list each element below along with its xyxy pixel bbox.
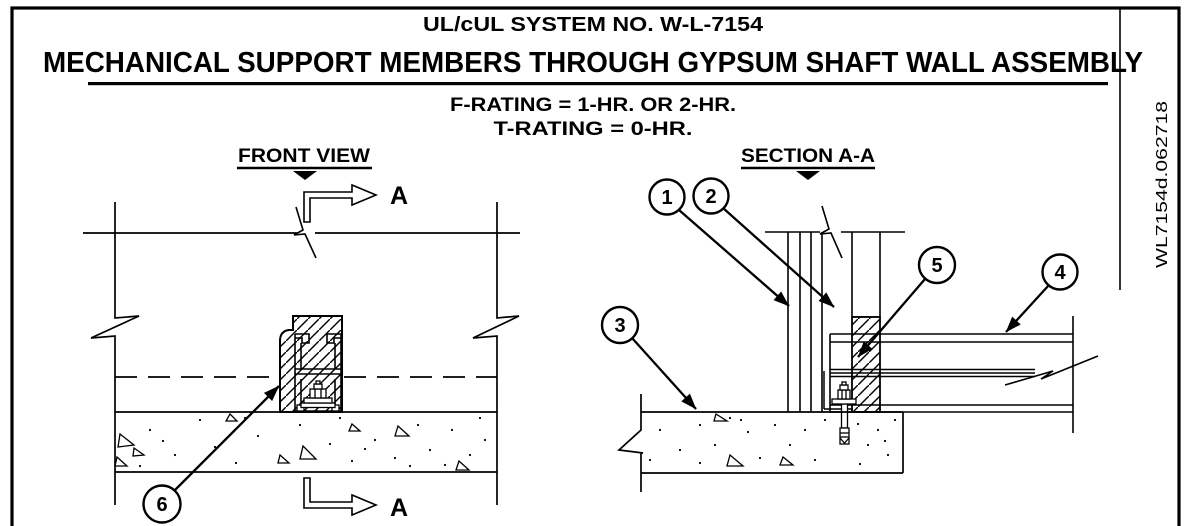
callout-6-leader: [174, 385, 280, 491]
slab-break-icon: [617, 394, 644, 492]
concrete-dots: [648, 416, 897, 466]
callout-1: 1: [648, 178, 790, 307]
wall-break-icon: [819, 205, 843, 259]
section-view-title: SECTION A-A: [741, 146, 875, 167]
callout-6-bubble: [142, 484, 182, 524]
callout-3-bubble: [600, 305, 640, 345]
callout-6-number: 6: [156, 494, 167, 516]
callout-1-leader: [678, 209, 790, 307]
section-letter-bottom: A: [390, 494, 408, 522]
callout-2-bubble: [692, 177, 730, 215]
front-right-edge: [472, 202, 520, 505]
callout-4-number: 4: [1054, 262, 1066, 284]
callout-4: 4: [1005, 253, 1079, 333]
t-rating-line: T-RATING = 0-HR.: [494, 119, 693, 140]
callout-2-number: 2: [705, 186, 716, 208]
packing-material: [851, 316, 881, 413]
strut-anchor-bolt: [300, 380, 336, 409]
callout-5: 5: [857, 245, 957, 358]
section-letter-top: A: [390, 182, 408, 210]
title-underline: [88, 82, 1108, 86]
callout-3-number: 3: [614, 315, 625, 337]
front-concrete-slab: [114, 411, 497, 473]
callout-1-bubble: [648, 178, 686, 216]
shaft-wall: [765, 205, 905, 412]
callout-3: 3: [600, 305, 697, 410]
system-number-line: UL/cUL SYSTEM NO. W-L-7154: [423, 14, 764, 36]
section-cut-arrow-top-icon: [303, 183, 379, 223]
section-view-pointer-icon: [796, 171, 820, 180]
callout-4-leader: [1005, 284, 1050, 333]
callout-5-leader: [857, 278, 926, 358]
callout-6: 6: [142, 385, 280, 524]
anchor-assembly: [823, 371, 857, 445]
callout-3-leader: [631, 337, 697, 410]
section-view: SECTION A-A: [600, 146, 1099, 492]
callout-5-bubble: [917, 245, 957, 285]
callout-2-leader: [722, 207, 835, 308]
callout-1-number: 1: [661, 187, 672, 209]
wall-top-break-icon: [293, 206, 317, 259]
sheet-border: [10, 6, 1181, 526]
drawing-id-label: WL7154d.062718: [1154, 101, 1171, 268]
section-cut-arrow-bottom-icon: [303, 477, 379, 517]
callout-2: 2: [692, 177, 835, 308]
front-view: FRONT VIEW A: [83, 146, 520, 524]
front-view-pointer-icon: [293, 171, 317, 180]
section-concrete-slab: [617, 394, 904, 492]
f-rating-line: F-RATING = 1-HR. OR 2-HR.: [450, 95, 736, 116]
aggregate-triangles: [713, 412, 795, 467]
aggregate-triangles: [114, 412, 471, 471]
front-left-edge: [90, 202, 140, 505]
callout-4-bubble: [1041, 253, 1079, 291]
concrete-dots: [138, 416, 487, 468]
callout-5-number: 5: [931, 255, 942, 277]
beam-break-icon: [1004, 355, 1099, 386]
front-view-title: FRONT VIEW: [238, 146, 370, 167]
concrete-anchor-bolt: [831, 381, 857, 445]
page-title: MECHANICAL SUPPORT MEMBERS THROUGH GYPSU…: [43, 47, 1143, 79]
